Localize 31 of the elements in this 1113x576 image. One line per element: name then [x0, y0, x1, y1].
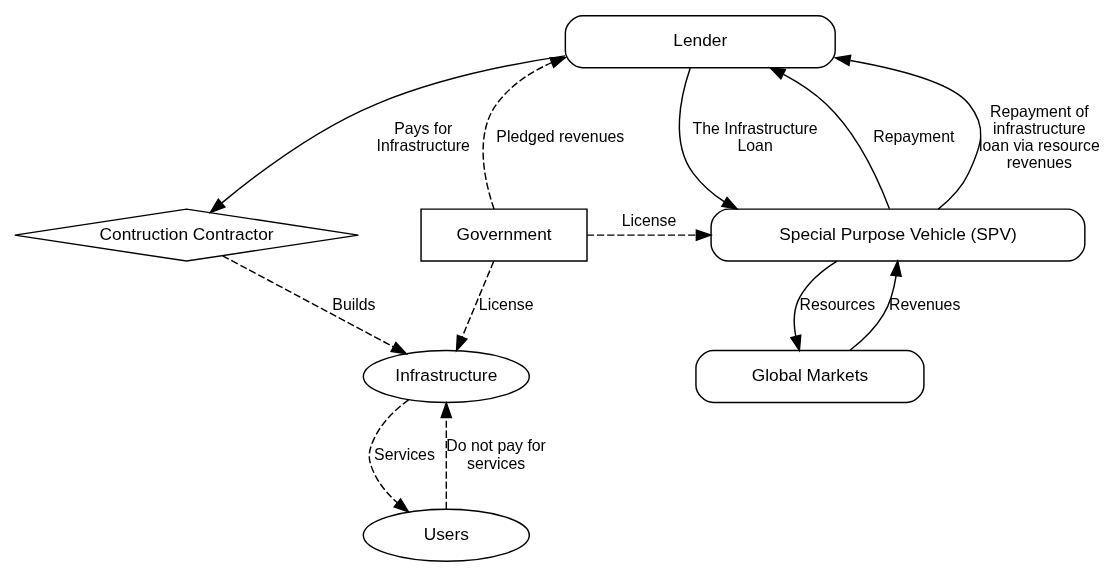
arrow	[221, 254, 409, 355]
arrow	[789, 260, 838, 353]
node-box: Lender	[564, 14, 836, 68]
arrow	[768, 66, 891, 209]
node-box: Global Markets	[695, 349, 925, 403]
arrow	[833, 54, 982, 210]
node-ellipse: Infrastructure	[362, 349, 530, 403]
arrow	[455, 260, 495, 353]
edge-label: Repayment of infrastructure loan via resource revenues	[978, 101, 1100, 171]
edge-label: Resources	[799, 295, 876, 313]
edge-label: Revenues	[888, 295, 961, 313]
node-ellipse: Users	[362, 508, 530, 562]
edge-label: License	[478, 295, 534, 313]
arrow	[849, 258, 903, 351]
edge-label: License	[621, 211, 677, 229]
arrow	[586, 228, 713, 241]
node-diamond: Contruction Contractor	[14, 207, 360, 262]
node-box: Special Purpose Vehicle (SPV)	[710, 207, 1086, 262]
edge-label: Repayment	[873, 127, 955, 145]
node-box: Government	[420, 207, 588, 262]
edge-label: Builds	[332, 295, 376, 313]
edge-label: Services	[374, 445, 435, 463]
edge-label: Pays for Infrastructure	[376, 119, 470, 154]
arrow	[440, 400, 453, 510]
edge-label: Pledged revenues	[496, 127, 625, 145]
edge-label: Do not pay for services	[446, 436, 546, 472]
arrow	[482, 56, 568, 210]
edge-label: The Infrastructure Loan	[692, 119, 818, 154]
arrow	[368, 398, 411, 513]
arrow	[208, 54, 566, 214]
arrow	[678, 66, 739, 210]
